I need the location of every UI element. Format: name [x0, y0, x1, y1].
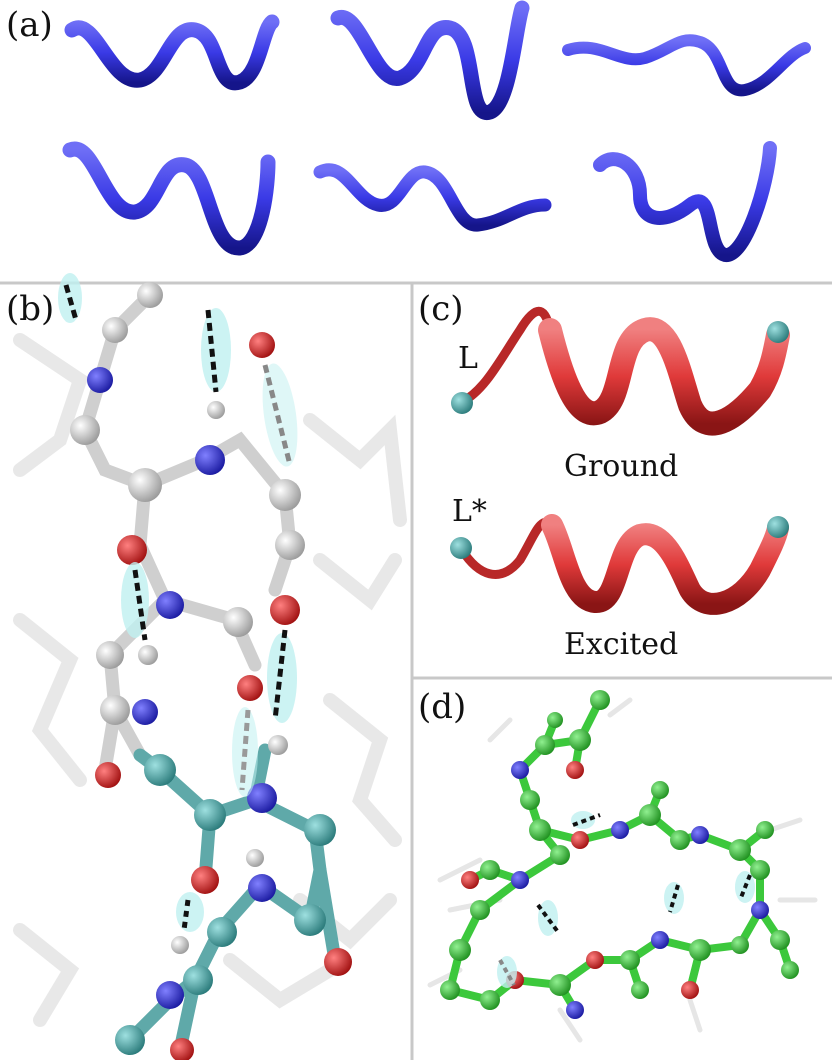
panel-d-hbonds	[497, 811, 755, 988]
helix-a5	[313, 163, 552, 232]
helix-a1	[64, 14, 280, 91]
background-molecules	[13, 333, 407, 1027]
excited-end-terminal	[767, 516, 789, 538]
helix-a3	[562, 34, 811, 97]
panel-label-c: (c)	[418, 289, 464, 329]
excited-state-name: Excited	[564, 627, 679, 662]
excited-state-symbol: L*	[452, 494, 487, 529]
excited-start-terminal	[450, 537, 472, 559]
helix-a4	[62, 141, 276, 256]
ground-start-terminal	[451, 392, 473, 414]
panel-label-d: (d)	[418, 687, 467, 727]
helix-a6	[593, 141, 777, 262]
panel-b-molecule	[13, 273, 407, 1060]
ground-state-name: Ground	[564, 449, 679, 484]
panel-label-a: (a)	[6, 5, 53, 45]
panel-a-helices	[62, 0, 811, 262]
ground-end-terminal	[767, 321, 789, 343]
panel-label-b: (b)	[6, 289, 55, 329]
green-atoms	[440, 690, 799, 1019]
hydrogen-bonds	[58, 273, 298, 932]
panel-c-ground-helix	[457, 306, 790, 436]
panel-c-excited-helix	[457, 514, 789, 615]
ground-state-symbol: L	[458, 341, 478, 376]
helix-a2	[330, 0, 530, 120]
backbone-atoms	[70, 282, 352, 1060]
panel-d-molecule	[427, 690, 818, 1043]
